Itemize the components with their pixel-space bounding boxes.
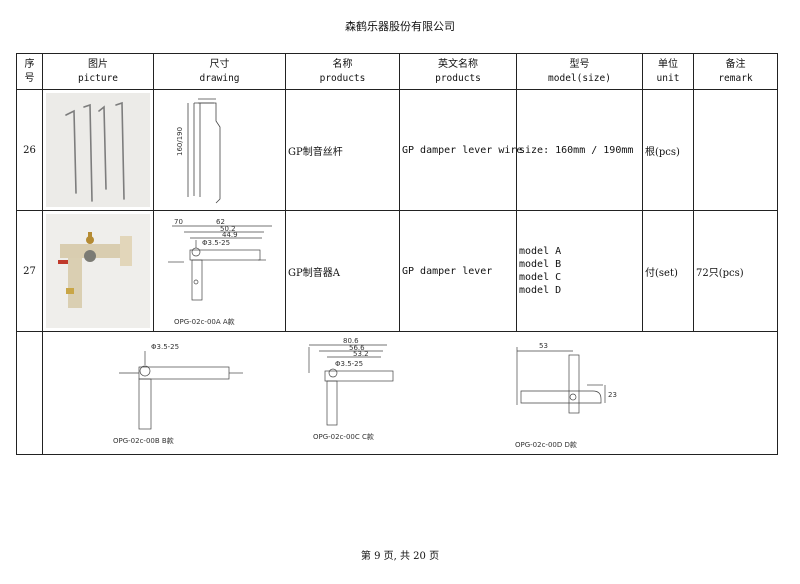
product-remark: 72只(pcs) xyxy=(693,210,778,332)
damper-lever-drawing-a: 70 62 50.2 44.9 Φ3.5-25 OPG-02c-00A A款 xyxy=(168,218,272,326)
damper-wire-photo xyxy=(46,93,150,207)
product-photo-cell xyxy=(42,210,154,332)
model-item: model B xyxy=(519,259,562,270)
drawing-cell: 160/190 xyxy=(153,89,286,211)
dim-c-53-2: 53.2 xyxy=(353,350,369,358)
dim-c-56-6: 56.6 xyxy=(349,344,365,352)
dim-b-pin: Φ3.5-25 xyxy=(151,343,179,351)
table-row: 26 xyxy=(16,89,778,211)
drawing-caption-d: OPG-02c-00D D款 xyxy=(515,440,577,449)
company-title: 森鹤乐器股份有限公司 xyxy=(345,20,455,33)
extra-drawings: Φ3.5-25 OPG-02c-00B B款 80.6 56.6 53.2 Φ3… xyxy=(113,337,617,449)
model-item: model A xyxy=(519,246,562,257)
drawing-caption-b: OPG-02c-00B B款 xyxy=(113,436,174,445)
product-photo-cell xyxy=(42,89,154,211)
dim-44-9: 44.9 xyxy=(222,231,238,239)
drawing-caption-c: OPG-02c-00C C款 xyxy=(313,432,374,441)
product-unit: 根(pcs) xyxy=(642,89,694,211)
damper-wire-drawing: 160/190 xyxy=(176,98,221,204)
table-row: Φ3.5-25 OPG-02c-00B B款 80.6 56.6 53.2 Φ3… xyxy=(16,331,778,455)
wire-dimension-label: 160/190 xyxy=(176,127,184,156)
product-name-en: GP damper lever xyxy=(399,210,517,332)
dim-c-80-6: 80.6 xyxy=(343,337,359,345)
row-number xyxy=(16,331,43,455)
product-name-en: GP damper lever wire xyxy=(399,89,522,211)
row-number: 26 xyxy=(16,89,43,211)
product-model-list: model A model B model C model D xyxy=(516,210,643,332)
product-name-cn: GP制音丝杆 xyxy=(285,89,400,211)
drawing-caption-a: OPG-02c-00A A款 xyxy=(174,317,235,326)
product-remark xyxy=(693,89,778,211)
product-name-cn: GP制音器A xyxy=(285,210,400,332)
model-item: model D xyxy=(519,285,562,296)
dim-c-pin: Φ3.5-25 xyxy=(335,360,363,368)
dim-d-23: 23 xyxy=(608,391,617,399)
model-item: model C xyxy=(519,272,562,283)
dim-pin: Φ3.5-25 xyxy=(202,239,230,247)
extra-drawings-cell: Φ3.5-25 OPG-02c-00B B款 80.6 56.6 53.2 Φ3… xyxy=(42,331,778,455)
table-row: 27 xyxy=(16,210,778,332)
product-model: size: 160mm / 190mm xyxy=(516,89,643,211)
dim-62: 62 xyxy=(216,218,225,226)
page-footer: 第 9 页, 共 20 页 xyxy=(360,551,440,562)
product-unit: 付(set) xyxy=(642,210,694,332)
dim-d-53: 53 xyxy=(539,342,548,350)
row-number: 27 xyxy=(16,210,43,332)
damper-lever-photo xyxy=(46,214,150,328)
dim-50-2: 50.2 xyxy=(220,225,236,233)
header-no: 序 号 xyxy=(16,53,43,90)
dim-70: 70 xyxy=(174,218,183,226)
drawing-cell: 70 62 50.2 44.9 Φ3.5-25 OPG-02c-00A A款 xyxy=(153,210,286,332)
